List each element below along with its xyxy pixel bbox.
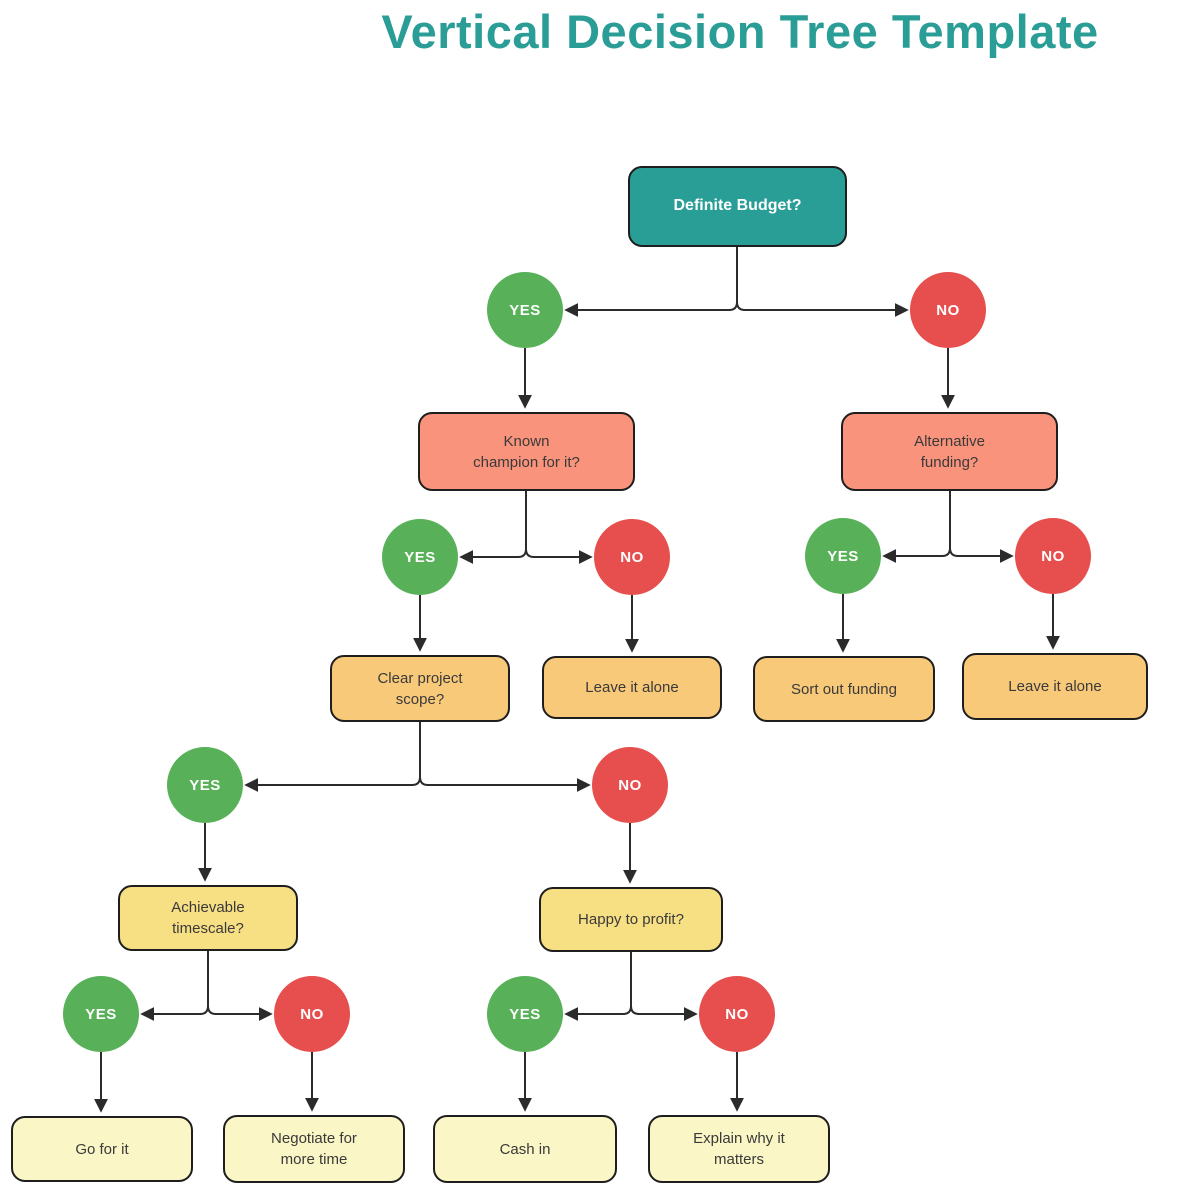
node-label: Leave it alone bbox=[1008, 678, 1102, 695]
circle-label: YES bbox=[509, 1005, 541, 1023]
node-label: Explain why it matters bbox=[693, 1130, 785, 1168]
connector-scope-to-yes bbox=[244, 722, 421, 792]
connector-scope-to-no bbox=[419, 722, 591, 792]
no-circle-budget: NO bbox=[910, 272, 986, 348]
node-label: Known champion for it? bbox=[473, 432, 580, 471]
connector-timescale-to-no bbox=[207, 951, 273, 1021]
node-leave-it-alone-left: Leave it alone bbox=[542, 656, 722, 719]
no-circle-profit: NO bbox=[699, 976, 775, 1052]
connector-funding-to-yes bbox=[882, 491, 951, 563]
circle-label: YES bbox=[189, 776, 221, 794]
node-negotiate-more-time: Negotiate for more time bbox=[223, 1115, 405, 1183]
node-explain-why-it-matters: Explain why it matters bbox=[648, 1115, 830, 1183]
node-label: Happy to profit? bbox=[578, 911, 684, 928]
connector-budget-to-yes bbox=[564, 247, 738, 317]
node-cash-in: Cash in bbox=[433, 1115, 617, 1183]
page-title: Vertical Decision Tree Template bbox=[381, 5, 1099, 58]
node-happy-to-profit: Happy to profit? bbox=[539, 887, 723, 952]
node-label: Clear project scope? bbox=[377, 669, 463, 708]
circle-label: NO bbox=[725, 1005, 749, 1023]
node-alternative-funding: Alternative funding? bbox=[841, 412, 1058, 491]
circle-label: YES bbox=[85, 1005, 117, 1023]
node-label: Negotiate for more time bbox=[271, 1130, 357, 1168]
node-label: Leave it alone bbox=[585, 679, 679, 696]
node-label: Sort out funding bbox=[791, 680, 897, 698]
circle-label: YES bbox=[509, 301, 541, 319]
node-label: Alternative funding? bbox=[914, 432, 985, 471]
node-clear-project-scope: Clear project scope? bbox=[330, 655, 510, 722]
yes-circle-champion: YES bbox=[382, 519, 458, 595]
connector-budget-to-no bbox=[736, 247, 909, 317]
circle-label: YES bbox=[827, 547, 859, 565]
yes-circle-funding: YES bbox=[805, 518, 881, 594]
circle-label: NO bbox=[1041, 547, 1065, 565]
circle-label: NO bbox=[620, 548, 644, 566]
node-label: Definite Budget? bbox=[673, 197, 802, 215]
circle-label: YES bbox=[404, 548, 436, 566]
connector-champion-to-no bbox=[525, 491, 593, 564]
connector-champion-to-yes bbox=[459, 491, 527, 564]
node-known-champion: Known champion for it? bbox=[418, 412, 635, 491]
connector-funding-to-no bbox=[949, 491, 1014, 563]
no-circle-funding: NO bbox=[1015, 518, 1091, 594]
node-label: Go for it bbox=[75, 1140, 129, 1158]
node-achievable-timescale: Achievable timescale? bbox=[118, 885, 298, 951]
no-circle-scope: NO bbox=[592, 747, 668, 823]
node-go-for-it: Go for it bbox=[11, 1116, 193, 1182]
node-leave-it-alone-right: Leave it alone bbox=[962, 653, 1148, 720]
node-label: Cash in bbox=[499, 1140, 551, 1158]
yes-circle-profit: YES bbox=[487, 976, 563, 1052]
no-circle-champion: NO bbox=[594, 519, 670, 595]
circle-label: NO bbox=[618, 776, 642, 794]
circle-label: NO bbox=[300, 1005, 324, 1023]
node-sort-out-funding: Sort out funding bbox=[753, 656, 935, 722]
circle-label: NO bbox=[936, 301, 960, 319]
node-definite-budget: Definite Budget? bbox=[628, 166, 847, 247]
yes-circle-timescale: YES bbox=[63, 976, 139, 1052]
node-label: Achievable timescale? bbox=[171, 899, 245, 937]
yes-circle-budget: YES bbox=[487, 272, 563, 348]
no-circle-timescale: NO bbox=[274, 976, 350, 1052]
yes-circle-scope: YES bbox=[167, 747, 243, 823]
connector-timescale-to-yes bbox=[140, 951, 209, 1021]
connector-profit-to-yes bbox=[564, 952, 632, 1021]
connector-profit-to-no bbox=[630, 952, 698, 1021]
